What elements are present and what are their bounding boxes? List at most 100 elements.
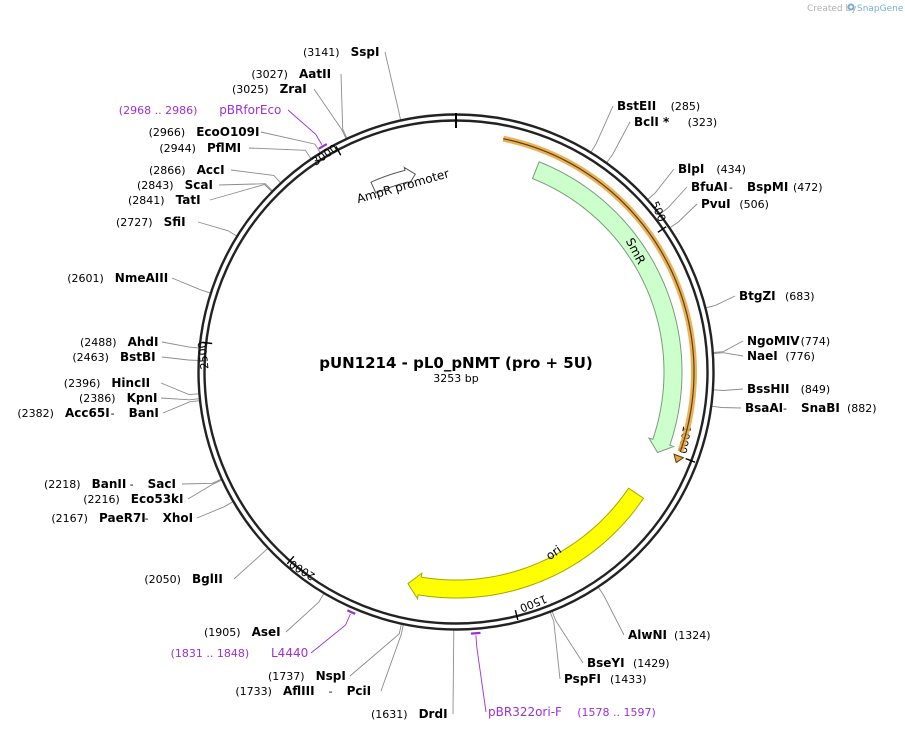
site-name: SspI [351, 45, 380, 59]
tick-label-1500: 1500 [518, 592, 549, 615]
site-name: BsaAI [745, 401, 783, 415]
site-label-drdi[interactable]: (1631)DrdI [371, 707, 448, 721]
site-leader-line [549, 612, 561, 680]
site-label-bglii[interactable]: (2050)BglII [144, 572, 222, 586]
site-position: (3025) [232, 83, 269, 96]
site-position: (774) [801, 335, 831, 348]
site-label-hincii[interactable]: (2396) HincII [64, 376, 150, 390]
site-position: (285) [671, 100, 701, 113]
site-position: (2396) [64, 377, 101, 390]
site-label-pflmi[interactable]: (2944) PflMI [159, 141, 241, 155]
primer-label-pbr322ori-f[interactable]: pBR322ori-F(1578 .. 1597) [488, 705, 656, 719]
site-position: (2843) [137, 179, 174, 192]
site-name: HincII [111, 376, 150, 390]
site-label-eco53ki[interactable]: (2216)Eco53kI [83, 492, 183, 506]
site-leader-line [162, 400, 200, 414]
site-name: BstEII [617, 99, 656, 113]
site-name: ScaI [185, 178, 213, 192]
site-label-nmeaiii[interactable]: (2601)NmeAIII [67, 271, 168, 285]
site-label-tati[interactable]: (2841)TatI [128, 193, 201, 207]
site-leader-line [647, 168, 675, 200]
site-label-blpi[interactable]: BlpI(434) [678, 162, 746, 176]
site-label-banii-saci[interactable]: (2218)BanII - SacI [44, 477, 176, 491]
site-label-bseyi[interactable]: BseYI(1429) [587, 656, 670, 670]
site-name: KpnI [127, 391, 158, 405]
site-label-acci[interactable]: (2866)AccI [149, 163, 225, 177]
site-label-bcli[interactable]: BclI *(323) [634, 115, 717, 129]
site-name: SfiI [164, 215, 186, 229]
feature-smr-arrow [531, 161, 683, 454]
site-position: (2841) [128, 194, 165, 207]
site-name: Eco53kI [131, 492, 184, 506]
site-label-pvui[interactable]: PvuI(506) [701, 197, 769, 211]
primer-leader-line [310, 613, 351, 654]
primer-mark-l4440 [346, 609, 356, 615]
feature-ori-arrow [407, 487, 645, 601]
tick-mark-1500 [514, 610, 519, 621]
site-label-bsaai-snabi[interactable]: BsaAI - SnaBI(882) [745, 401, 877, 415]
site-position: (849) [801, 383, 831, 396]
site-position: (1905) [204, 626, 241, 639]
site-name: PflMI [207, 141, 241, 155]
site-label-pspfi[interactable]: PspFI(1433) [564, 672, 647, 686]
site-leader-line [285, 593, 325, 633]
site-position: (2463) [72, 351, 109, 364]
site-label-sspi[interactable]: (3141) SspI [303, 45, 379, 59]
site-label-bfuai-bspmi[interactable]: BfuAI - BspMI(472) [691, 180, 823, 194]
selection-line [503, 138, 695, 452]
site-label-afliii-pcii[interactable]: (1733)AflIII - PciI [235, 684, 371, 698]
primer-label-pbrforeco[interactable]: (2968 .. 2986)pBRforEco [119, 103, 282, 117]
site-label-asei[interactable]: (1905)AseI [204, 625, 281, 639]
site-label-bsteii[interactable]: BstEII (285) [617, 99, 700, 113]
plasmid-length: 3253 bp [433, 372, 478, 385]
site-position: (2050) [144, 573, 181, 586]
site-name: DrdI [419, 707, 448, 721]
site-label-acc65i-bani[interactable]: (2382)Acc65I - BanI [17, 406, 158, 420]
site-position: (2727) [116, 216, 153, 229]
site-label-naei[interactable]: NaeI(776) [747, 349, 815, 363]
site-label-scai[interactable]: (2843) ScaI [137, 178, 213, 192]
site-name: BfuAI [691, 180, 728, 194]
site-leader-line [160, 397, 200, 401]
site-name: NgoMIV [747, 334, 800, 348]
site-label-ngomiv[interactable]: NgoMIV(774) [747, 334, 830, 348]
site-leader-line [340, 73, 348, 139]
site-position: (3141) [303, 46, 340, 59]
credit-prefix: Created by [807, 4, 857, 14]
site-separator: - [729, 181, 733, 194]
site-name: PvuI [701, 197, 731, 211]
site-label-btgzi[interactable]: BtgZI(683) [739, 289, 815, 303]
primer-name: L4440 [271, 646, 308, 660]
site-label-aatii[interactable]: (3027)AatII [251, 67, 331, 81]
site-leader-line [606, 121, 631, 163]
site-label-bstbi[interactable]: (2463)BstBI [72, 350, 155, 364]
site-label-bsshii[interactable]: BssHII(849) [747, 382, 830, 396]
backbone [197, 113, 715, 631]
site-position: (1733) [235, 685, 272, 698]
site-leader-line [197, 221, 237, 237]
site-label-alwni[interactable]: AlwNI(1324) [628, 628, 711, 642]
site-name: AhdI [128, 335, 159, 349]
site-label-zrai[interactable]: (3025)ZraI [232, 82, 307, 96]
site-position: (2944) [159, 142, 196, 155]
site-leader-line [218, 183, 273, 192]
tick-mark-3000 [335, 146, 342, 156]
primer-label-l4440[interactable]: (1831 .. 1848)L4440 [171, 646, 309, 660]
site-label-ecoo109i[interactable]: (2966)EcoO109I [149, 125, 260, 139]
site-position: (1433) [610, 673, 647, 686]
site-name: AccI [197, 163, 225, 177]
site-leader-line [384, 51, 402, 121]
site-name: AlwNI [628, 628, 667, 642]
site-name: Acc65I [65, 406, 110, 420]
primer-leader-line [475, 635, 487, 713]
site-leader-line [187, 479, 222, 500]
site-label-sfii[interactable]: (2727) SfiI [116, 215, 186, 229]
site-label-ahdi[interactable]: (2488)AhdI [80, 335, 158, 349]
site-leader-line [181, 478, 222, 485]
site-leader-line [196, 501, 234, 519]
site-leader-line [705, 295, 736, 309]
site-label-kpni[interactable]: (2386)KpnI [79, 391, 158, 405]
site-label-nspi[interactable]: (1737)NspI [268, 669, 346, 683]
site-separator: - [329, 685, 333, 698]
site-label-paer7i-xhoi[interactable]: (2167)PaeR7I - XhoI [51, 511, 193, 525]
